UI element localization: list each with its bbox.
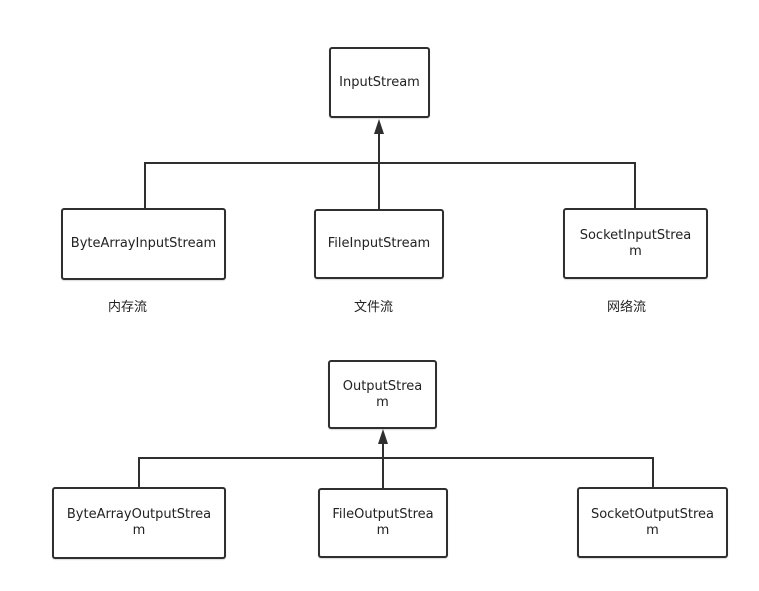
output-connectors bbox=[138, 444, 654, 488]
socketinputstream-node: SocketInputStream bbox=[563, 208, 708, 279]
output-inheritance-arrowhead bbox=[378, 429, 388, 444]
input-connector-socket bbox=[379, 162, 636, 209]
output-connector-socket bbox=[383, 457, 654, 487]
caption-file-stream: 文件流 bbox=[354, 300, 394, 315]
socketoutputstream-label: SocketOutputStream bbox=[590, 506, 715, 538]
outputstream-label: OutputStream bbox=[342, 378, 423, 410]
input-connector-bytearray bbox=[144, 162, 379, 208]
input-connectors bbox=[144, 132, 636, 209]
input-inheritance-arrowhead bbox=[374, 119, 384, 134]
fileoutputstream-node: FileOutputStream bbox=[318, 488, 448, 558]
caption-network-stream: 网络流 bbox=[607, 300, 647, 315]
fileinputstream-node: FileInputStream bbox=[314, 209, 444, 279]
caption-memory-stream: 内存流 bbox=[108, 300, 148, 315]
fileinputstream-label: FileInputStream bbox=[327, 236, 431, 251]
fileoutputstream-label: FileOutputStream bbox=[332, 507, 434, 538]
bytearrayinputstream-label: ByteArrayInputStream bbox=[70, 236, 217, 251]
bytearrayoutputstream-label: ByteArrayOutputStream bbox=[66, 507, 212, 538]
inputstream-node: InputStream bbox=[329, 47, 430, 118]
socketoutputstream-node: SocketOutputStream bbox=[577, 487, 728, 558]
inputstream-label: InputStream bbox=[339, 74, 420, 90]
bytearrayinputstream-node: ByteArrayInputStream bbox=[61, 208, 226, 280]
outputstream-node: OutputStream bbox=[328, 360, 437, 429]
bytearrayoutputstream-node: ByteArrayOutputStream bbox=[52, 487, 226, 559]
output-connector-bytearray bbox=[138, 457, 383, 487]
socketinputstream-label: SocketInputStream bbox=[579, 227, 692, 259]
